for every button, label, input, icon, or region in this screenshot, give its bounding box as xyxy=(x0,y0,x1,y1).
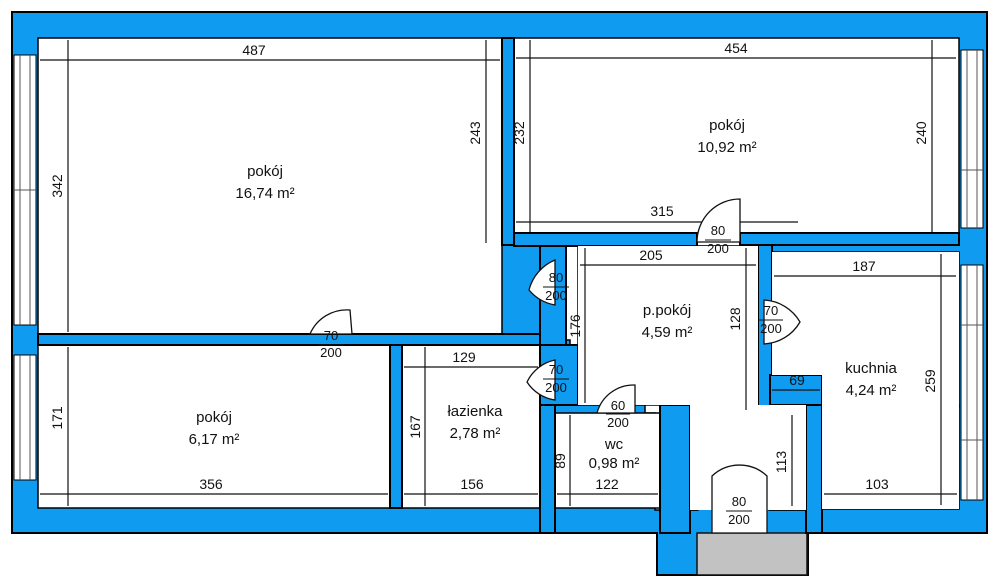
room-top-right-area-label: 10,92 m² xyxy=(697,139,756,156)
door-height: 200 xyxy=(728,512,750,527)
door-width: 80 xyxy=(711,223,725,238)
door-width: 70 xyxy=(324,328,338,343)
door-height: 200 xyxy=(707,241,729,256)
wall-topright-kitchen xyxy=(739,232,960,246)
door-large-hall[interactable]: 80 200 xyxy=(528,259,569,306)
dim-103: 103 xyxy=(865,476,889,492)
door-small-room[interactable]: 70 200 xyxy=(309,309,353,360)
room-large-area-label: 16,74 m² xyxy=(235,185,294,202)
room-large-area xyxy=(37,37,503,335)
dim-205: 205 xyxy=(639,247,663,263)
door-height: 200 xyxy=(607,415,629,430)
hall-floor-main xyxy=(578,246,758,405)
room-small-area xyxy=(37,344,391,509)
hall-name: p.pokój xyxy=(643,302,691,319)
kitchen-name: kuchnia xyxy=(845,360,897,377)
kitchen-area-label: 4,24 m² xyxy=(846,382,897,399)
wall-large-topright xyxy=(501,37,515,246)
door-height: 200 xyxy=(545,288,567,303)
bathroom-area-label: 2,78 m² xyxy=(450,425,501,442)
dim-122: 122 xyxy=(595,476,619,492)
dim-129: 129 xyxy=(452,349,476,365)
dim-487: 487 xyxy=(242,42,266,58)
dim-128: 128 xyxy=(727,307,743,331)
dim-454: 454 xyxy=(724,40,748,56)
wall-hall-kitchen xyxy=(805,404,823,534)
dim-89: 89 xyxy=(552,453,568,469)
room-small-area-label: 6,17 m² xyxy=(189,431,240,448)
room-large-name: pokój xyxy=(247,163,283,180)
balcony xyxy=(696,532,808,576)
wall-small-bath xyxy=(389,344,403,509)
bathroom-name: łazienka xyxy=(447,403,503,420)
dim-243: 243 xyxy=(467,121,483,145)
dim-167: 167 xyxy=(407,415,423,439)
door-width: 70 xyxy=(764,303,778,318)
dim-187: 187 xyxy=(852,258,876,274)
dim-315: 315 xyxy=(650,203,674,219)
door-height: 200 xyxy=(545,380,567,395)
door-kitchen[interactable]: 70 200 xyxy=(759,299,801,345)
dim-176: 176 xyxy=(567,314,583,338)
dim-259: 259 xyxy=(922,369,938,393)
dim-113: 113 xyxy=(773,451,789,474)
wall-wc-hall xyxy=(659,404,691,534)
dim-171: 171 xyxy=(49,406,65,430)
room-top-right-name: pokój xyxy=(709,117,745,134)
door-wc[interactable]: 60 200 xyxy=(596,384,636,430)
wall-topright-hall xyxy=(513,232,698,247)
dimension-lines xyxy=(40,40,957,506)
kitchen-floor-gap xyxy=(772,407,806,510)
dim-342: 342 xyxy=(49,174,65,198)
room-small-name: pokój xyxy=(196,409,232,426)
wc-area-label: 0,98 m² xyxy=(589,455,640,472)
dim-156: 156 xyxy=(460,476,484,492)
door-width: 80 xyxy=(549,270,563,285)
wc-name: wc xyxy=(604,436,624,453)
kitchen-floor-bottom xyxy=(822,375,959,509)
door-width: 60 xyxy=(611,398,625,413)
wall-large-small xyxy=(37,333,541,346)
dim-356: 356 xyxy=(199,476,223,492)
dim-69: 69 xyxy=(789,372,805,388)
dim-232: 232 xyxy=(511,121,527,145)
dim-240: 240 xyxy=(913,121,929,145)
kitchen-floor-top xyxy=(772,252,959,375)
door-topright-hall[interactable]: 80 200 xyxy=(696,198,741,256)
door-entrance[interactable]: 80 200 xyxy=(711,464,768,534)
door-bathroom[interactable]: 70 200 xyxy=(526,359,569,401)
hall-area-label: 4,59 m² xyxy=(642,324,693,341)
door-height: 200 xyxy=(320,345,342,360)
door-width: 70 xyxy=(549,362,563,377)
windows xyxy=(13,49,984,501)
door-width: 80 xyxy=(732,494,746,509)
door-height: 200 xyxy=(760,321,782,336)
